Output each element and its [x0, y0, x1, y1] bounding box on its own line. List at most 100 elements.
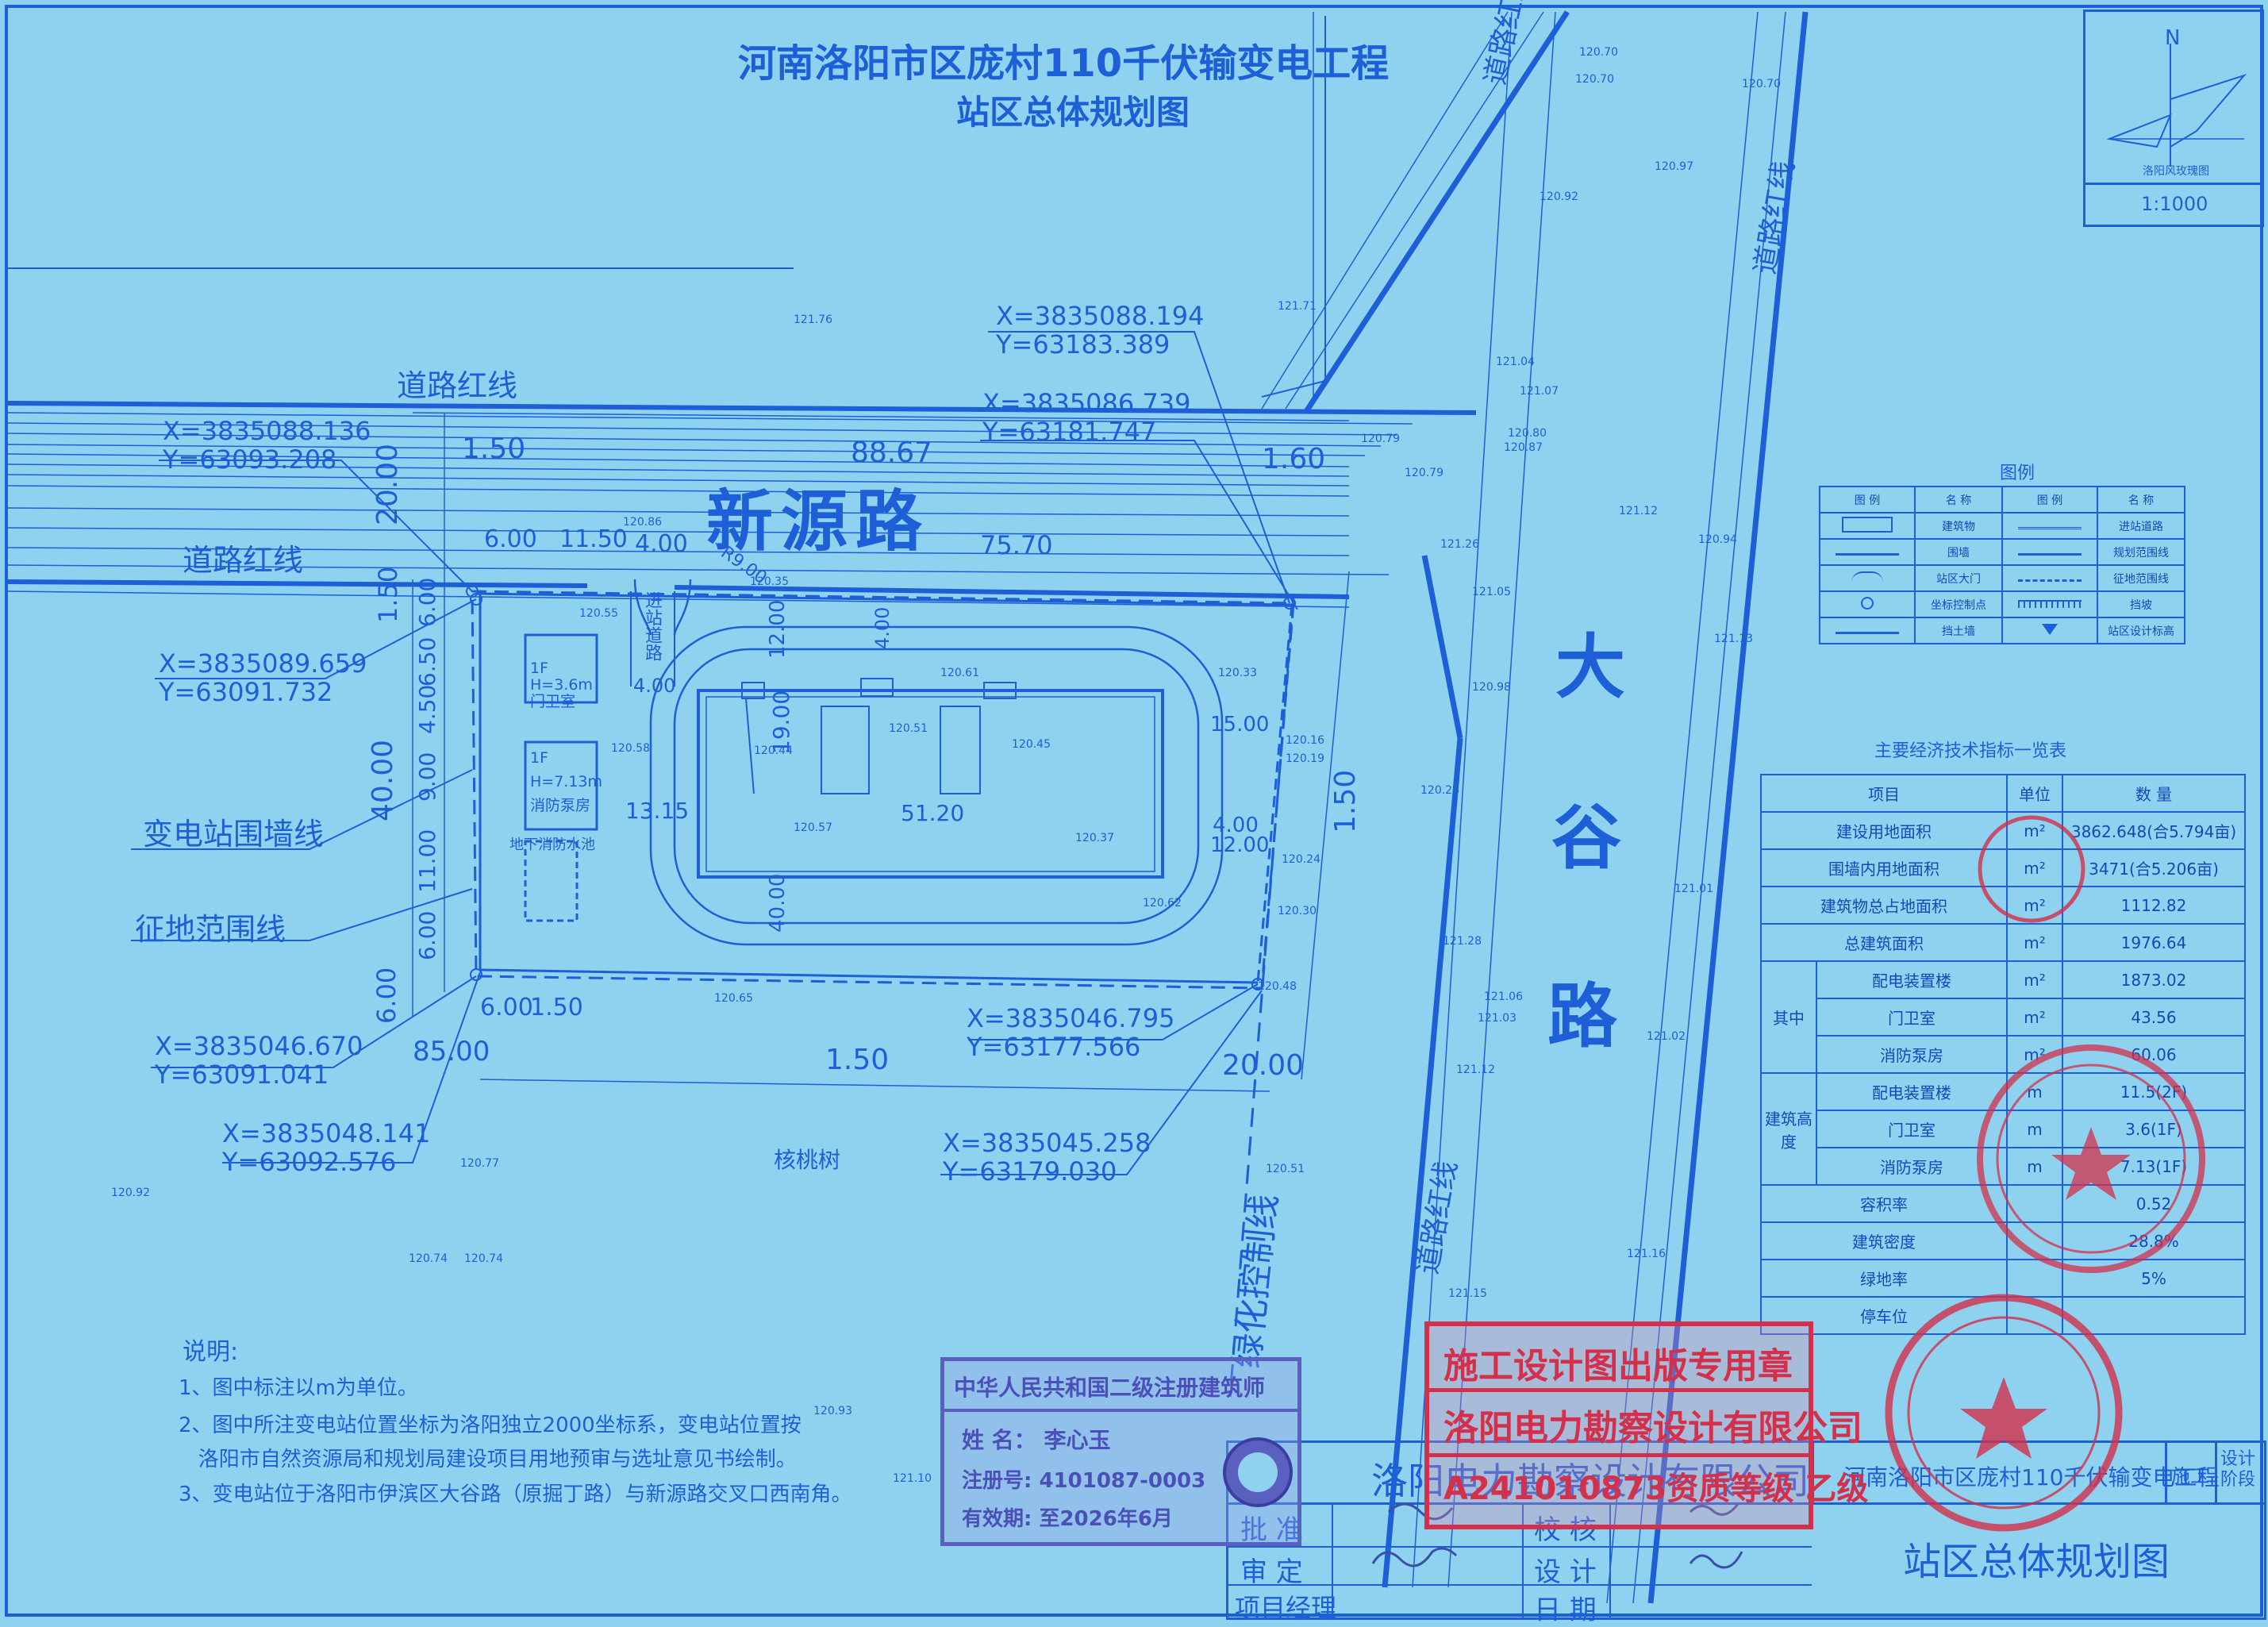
legend-row-3-b: 征地范围线: [2097, 564, 2185, 592]
wind-rose-icon: [2106, 44, 2247, 167]
ind-name-1: 建设用地面积: [1760, 811, 2008, 850]
elev-32: 120.30: [1278, 905, 1317, 917]
dim-8: 4.00: [635, 530, 688, 558]
north-arrow-box: N 洛阳风玫瑰图 1:1000: [2083, 10, 2264, 227]
slope-symbol-icon: [2001, 590, 2098, 618]
ind-name-2: 围墙内用地面积: [1760, 848, 2008, 887]
ind-unit-5: m²: [2006, 960, 2063, 999]
elev-14: 121.12: [1619, 505, 1658, 517]
elev-53: 120.48: [1258, 980, 1297, 993]
elev-45: 120.77: [460, 1157, 499, 1170]
dim-23: 4.00: [1213, 814, 1259, 837]
elev-47: 120.74: [409, 1252, 448, 1265]
top-boundary-lines: [8, 16, 1326, 398]
elev-15: 120.94: [1698, 533, 1737, 546]
ind-name-7: 消防泵房: [1816, 1035, 2008, 1074]
dimension-lines: [412, 412, 1350, 1092]
ind-header-unit: 单位: [2006, 774, 2063, 813]
elev-6: 120.97: [1655, 160, 1693, 173]
dim-7: 11.50: [559, 525, 628, 553]
ind-name-10: 消防泵房: [1816, 1147, 2008, 1186]
ind-name-12: 建筑密度: [1760, 1221, 2008, 1260]
ind-value-10: 7.13(1F): [2062, 1147, 2246, 1186]
note-3: 洛阳市自然资源局和规划局建设项目用地预审与选址意见书绘制。: [179, 1448, 797, 1471]
dim-4: 1.60: [1262, 443, 1326, 475]
elev-28: 120.57: [794, 821, 832, 834]
elev-25: 120.51: [889, 722, 928, 735]
ind-unit-11: [2006, 1184, 2063, 1223]
elev-5: 121.71: [1278, 300, 1317, 313]
wall-line-label: 变电站围墙线: [143, 817, 325, 852]
ind-group-1: 其中: [1760, 960, 1817, 1074]
ind-value-4: 1976.64: [2062, 923, 2246, 962]
legend-row-1-b: 进站道路: [2097, 512, 2185, 540]
dim-20: 4.00: [871, 606, 894, 649]
dim-3: 75.70: [980, 530, 1053, 560]
ind-group-2: 建筑高度: [1760, 1072, 1817, 1186]
elev-11: 120.80: [1508, 427, 1547, 440]
elev-44: 120.51: [1266, 1163, 1305, 1175]
ancillary-buildings: [524, 633, 598, 922]
dim-1: 1.50: [462, 433, 526, 465]
note-4: 3、变电站位于洛阳市伊滨区大谷路（原掘丁路）与新源路交叉口西南角。: [179, 1483, 852, 1506]
elev-7: 120.92: [1540, 190, 1578, 203]
ind-value-6: 43.56: [2062, 998, 2246, 1037]
indicator-table-title: 主要经济技术指标一览表: [1874, 741, 2067, 761]
ind-unit-14: [2006, 1296, 2063, 1335]
elev-36: 120.28: [1420, 784, 1459, 797]
substation-wall: [477, 592, 1294, 984]
architect-stamp-title: 中华人民共和国二级注册建筑师: [954, 1375, 1266, 1401]
dagu-road-char-2: 谷: [1551, 797, 1622, 879]
notes-title: 说明:: [183, 1338, 239, 1366]
coordinate-leaders: [131, 331, 1298, 1175]
elev-10: 120.79: [1361, 433, 1400, 445]
greening-control-line: [1228, 594, 1295, 1398]
legend-header-1: 图 例: [1819, 486, 1916, 513]
dim-32: 20.00: [1222, 1049, 1305, 1082]
dim-15: 11.00: [414, 829, 440, 893]
elev-3: 120.70: [1742, 78, 1781, 90]
title-block-company: 洛阳电力勘察设计有限公司: [1371, 1460, 1809, 1502]
elev-38: 121.28: [1443, 935, 1482, 948]
ind-value-8: 11.5(2F): [2062, 1072, 2246, 1111]
elev-35: 120.19: [1286, 752, 1324, 765]
legend-row-2-b: 规划范围线: [2097, 538, 2185, 566]
architect-stamp-valid: 有效期: 至2026年6月: [962, 1507, 1173, 1531]
ind-name-5: 配电装置楼: [1816, 960, 2008, 999]
building-symbol-icon: [1819, 512, 1916, 540]
ind-value-7: 60.06: [2062, 1035, 2246, 1074]
entrance-road-lines: [630, 591, 675, 687]
ind-unit-1: m²: [2006, 811, 2063, 850]
main-building: [697, 678, 1164, 879]
ind-unit-3: m²: [2006, 886, 2063, 925]
elev-13: 120.79: [1405, 467, 1443, 479]
dim-29: 1.50: [530, 994, 583, 1021]
design-label: 设 计: [1534, 1556, 1597, 1588]
note-2: 2、图中所注变电站位置坐标为洛阳独立2000坐标系，变电站位置按: [179, 1414, 801, 1437]
construction-stamp-line3: A241010873资质等级 乙级: [1443, 1471, 1869, 1507]
dagu-road-char-1: 大: [1555, 626, 1626, 708]
xinyuan-road-lines: [7, 401, 1477, 608]
elev-37: 121.01: [1674, 883, 1713, 895]
ind-name-6: 门卫室: [1816, 998, 2008, 1037]
scale-label: 1:1000: [2141, 193, 2208, 215]
elev-40: 121.03: [1478, 1012, 1516, 1025]
dim-10: 1.50: [373, 566, 403, 623]
legend-row-1-a: 建筑物: [1914, 512, 2003, 540]
dim-28: 6.00: [480, 994, 533, 1021]
road-red-line-label-north: 道路红线: [397, 368, 518, 403]
road-red-line-label-west: 道路红线: [183, 543, 304, 578]
elev-42: 121.12: [1456, 1064, 1495, 1076]
dim-2: 88.67: [851, 437, 933, 469]
elev-33: 120.33: [1218, 667, 1257, 679]
dim-11: 6.00: [414, 577, 440, 627]
dim-13: 4.50: [414, 684, 440, 734]
legend-header-3: 图 例: [2001, 486, 2098, 513]
dim-19: 12.00: [766, 599, 790, 659]
